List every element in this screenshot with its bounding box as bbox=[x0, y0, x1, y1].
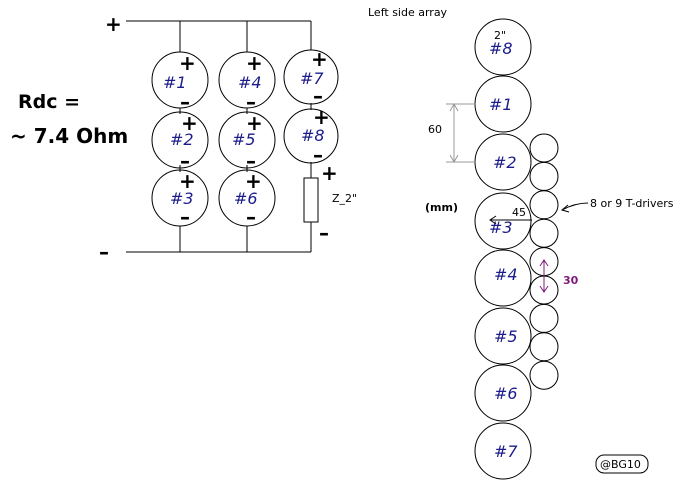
array-woofer-5: #5 bbox=[474, 307, 532, 365]
tweeter-2 bbox=[529, 161, 559, 191]
rdc-label: Rdc = bbox=[18, 91, 80, 113]
svg-text:#7: #7 bbox=[494, 442, 518, 461]
array-woofer-7: #7 bbox=[474, 422, 532, 480]
svg-text:+: + bbox=[179, 51, 196, 75]
svg-text:–: – bbox=[246, 90, 256, 114]
circuit-driver-5: #5 + – bbox=[218, 111, 276, 173]
svg-text:–: – bbox=[246, 149, 256, 173]
svg-text:#6: #6 bbox=[234, 189, 258, 208]
circuit-driver-8: #8 + – bbox=[283, 105, 339, 167]
svg-text:#1: #1 bbox=[489, 95, 513, 114]
array-woofer-6: #6 bbox=[474, 364, 532, 422]
svg-text:#4: #4 bbox=[494, 265, 518, 284]
offset-arrow bbox=[489, 215, 532, 225]
circuit-wiring bbox=[126, 20, 319, 253]
svg-text:#3: #3 bbox=[489, 218, 513, 237]
impedance-minus-sign: – bbox=[319, 221, 329, 245]
tweeter-4 bbox=[529, 218, 559, 248]
circuit-driver-7: #7 + – bbox=[283, 47, 339, 108]
credit-badge bbox=[595, 454, 649, 474]
svg-text:#2: #2 bbox=[170, 130, 194, 149]
svg-text:+: + bbox=[246, 111, 263, 135]
svg-text:+: + bbox=[245, 169, 262, 193]
tweeter-spacing-value: 30 bbox=[563, 274, 579, 287]
spacing-dimension bbox=[446, 102, 476, 164]
rail-plus-sign: + bbox=[105, 12, 122, 36]
svg-text:#6: #6 bbox=[494, 384, 518, 403]
svg-text:–: – bbox=[180, 149, 190, 173]
svg-text:#8: #8 bbox=[301, 126, 325, 145]
tweeter-1 bbox=[529, 133, 559, 163]
svg-text:–: – bbox=[313, 84, 323, 108]
svg-text:#4: #4 bbox=[238, 73, 262, 92]
circuit-driver-2: #2 + – bbox=[151, 111, 209, 173]
svg-text:+: + bbox=[246, 51, 263, 75]
array-woofer-3: #3 bbox=[474, 192, 532, 250]
svg-text:2": 2" bbox=[494, 29, 506, 42]
circuit-driver-1: #1 + – bbox=[151, 51, 209, 114]
svg-text:#3: #3 bbox=[170, 189, 194, 208]
svg-text:+: + bbox=[179, 169, 196, 193]
tweeter-note-arrow bbox=[560, 202, 589, 213]
array-title: Left side array bbox=[368, 6, 448, 19]
circuit-driver-3: #3 + – bbox=[151, 169, 209, 229]
svg-text:#5: #5 bbox=[232, 130, 256, 149]
array-woofer-2: #2 bbox=[474, 133, 532, 191]
svg-text:#1: #1 bbox=[163, 73, 187, 92]
spacing-value: 60 bbox=[428, 123, 442, 136]
svg-text:#7: #7 bbox=[300, 69, 324, 88]
svg-text:–: – bbox=[180, 90, 190, 114]
svg-text:–: – bbox=[313, 143, 323, 167]
rdc-value: ~ 7.4 Ohm bbox=[10, 124, 128, 148]
circuit-driver-4: #4 + – bbox=[218, 51, 276, 114]
tweeter-9 bbox=[529, 360, 559, 390]
array-woofer-1: #1 bbox=[474, 75, 532, 133]
svg-text:–: – bbox=[246, 205, 256, 229]
svg-text:#2: #2 bbox=[493, 153, 517, 172]
tweeter-spacing-arrow bbox=[539, 259, 549, 293]
svg-text:#8: #8 bbox=[489, 39, 513, 58]
svg-text:+: + bbox=[311, 47, 328, 71]
svg-text:+: + bbox=[181, 111, 198, 135]
svg-text:–: – bbox=[180, 205, 190, 229]
rail-minus-sign: – bbox=[99, 240, 109, 264]
tweeter-note: 8 or 9 T-drivers bbox=[590, 197, 674, 210]
impedance-plus-sign: + bbox=[321, 161, 338, 185]
array-woofer-4: #4 bbox=[474, 249, 532, 307]
svg-text:#5: #5 bbox=[494, 327, 518, 346]
offset-value: 45 bbox=[512, 206, 526, 219]
credit-text: @BG10 bbox=[600, 458, 641, 471]
tweeter-8 bbox=[529, 332, 559, 362]
array-woofer-8: 2" #8 bbox=[474, 18, 532, 76]
circuit-driver-6: #6 + – bbox=[218, 169, 276, 229]
tweeter-7 bbox=[529, 303, 559, 333]
impedance-label: Z_2" bbox=[332, 192, 357, 205]
svg-text:+: + bbox=[313, 105, 330, 129]
tweeter-3 bbox=[529, 190, 559, 220]
unit-label: (mm) bbox=[425, 201, 458, 214]
